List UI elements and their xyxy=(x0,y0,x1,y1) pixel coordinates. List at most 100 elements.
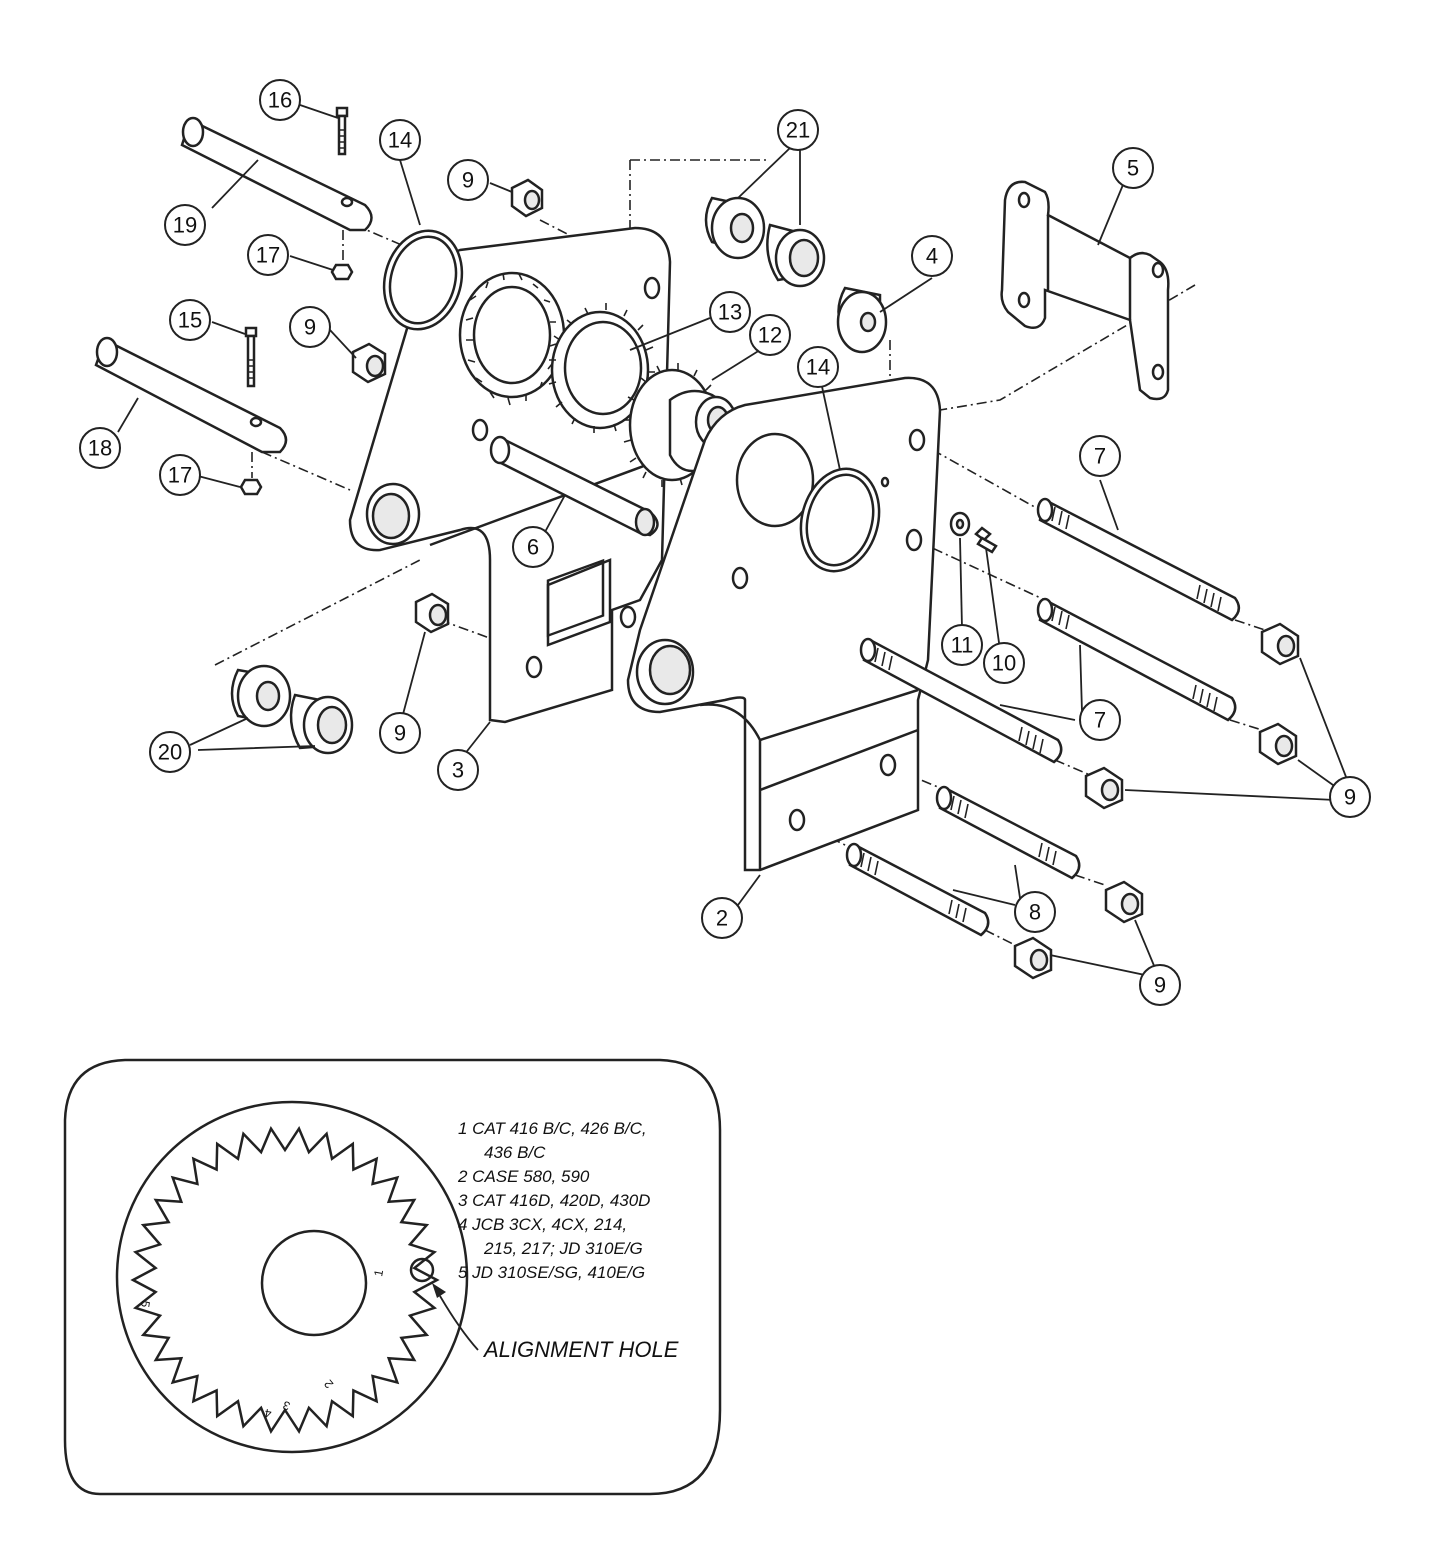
legend-line-2: 436 B/C xyxy=(484,1143,546,1162)
callout-21-label: 21 xyxy=(786,118,810,143)
callout-13: 13 xyxy=(709,291,751,333)
alignment-hole-label: ALIGNMENT HOLE xyxy=(482,1337,679,1362)
alignment-hole xyxy=(409,1257,435,1283)
alignment-detail-panel: 1 2 3 4 5 ALIGNMENT HOLE 1 CAT 416 B/C, … xyxy=(63,1058,722,1496)
callout-6: 6 xyxy=(512,526,554,568)
callout-14b: 14 xyxy=(797,346,839,388)
part-7-stud-lower xyxy=(859,637,1063,764)
callout-9a: 9 xyxy=(447,159,489,201)
part-9-nut-r3 xyxy=(1084,766,1124,810)
callout-9d: 9 xyxy=(379,712,421,754)
part-15-bolt xyxy=(244,326,258,388)
callout-17b-label: 17 xyxy=(168,463,192,488)
part-4-bushing xyxy=(836,286,888,354)
gear-teeth-outline xyxy=(130,1125,440,1435)
legend-line-3: 2 CASE 580, 590 xyxy=(457,1167,590,1186)
part-14-ring-front xyxy=(799,467,881,573)
part-8-stud-lower xyxy=(845,842,990,937)
part-10-screw xyxy=(974,526,998,554)
callout-11-label: 11 xyxy=(951,633,974,658)
callout-8-label: 8 xyxy=(1029,900,1041,925)
part-20-bushing-a xyxy=(230,664,292,728)
callout-7a: 7 xyxy=(1079,435,1121,477)
callout-13-label: 13 xyxy=(718,300,742,325)
callout-12: 12 xyxy=(749,314,791,356)
legend-line-6: 215, 217; JD 310E/G xyxy=(483,1239,643,1258)
part-9-nut-r4 xyxy=(1104,880,1144,924)
legend-line-5: 4 JCB 3CX, 4CX, 214, xyxy=(458,1215,627,1234)
legend-line-7: 5 JD 310SE/SG, 410E/G xyxy=(458,1263,645,1282)
gear-mark-1: 1 xyxy=(371,1268,386,1277)
part-17-nut-lower xyxy=(239,452,263,496)
callout-17a: 17 xyxy=(247,234,289,276)
callout-18: 18 xyxy=(79,427,121,469)
callout-7b: 7 xyxy=(1079,699,1121,741)
gear-mark-4: 4 xyxy=(263,1406,272,1421)
callout-20: 20 xyxy=(149,731,191,773)
part-9-nut-a xyxy=(510,178,544,218)
gear-mark-5: 5 xyxy=(138,1299,153,1308)
part-18-pin xyxy=(94,336,288,454)
callout-4: 4 xyxy=(911,235,953,277)
part-11-washer xyxy=(949,511,971,537)
callout-12-label: 12 xyxy=(758,323,782,348)
callout-9a-label: 9 xyxy=(462,168,474,193)
callout-10-label: 10 xyxy=(992,651,1016,676)
alignment-leader xyxy=(439,1295,479,1351)
callouts: 16 14 19 9 17 21 5 4 15 9 13 12 14 18 17… xyxy=(79,79,1371,1006)
part-7-stud-middle xyxy=(1036,597,1237,722)
part-7-stud-upper xyxy=(1036,497,1241,622)
callout-14a-label: 14 xyxy=(388,128,412,153)
callout-18-label: 18 xyxy=(88,436,112,461)
part-9-nut-r5 xyxy=(1013,936,1053,980)
callout-19-label: 19 xyxy=(173,213,197,238)
part-6-shaft xyxy=(489,435,659,537)
callout-5-label: 5 xyxy=(1127,156,1139,181)
callout-2: 2 xyxy=(701,897,743,939)
callout-3: 3 xyxy=(437,749,479,791)
callout-11: 11 xyxy=(941,624,983,666)
callout-7a-label: 7 xyxy=(1094,444,1106,469)
callout-14a: 14 xyxy=(379,119,421,161)
model-legend: 1 CAT 416 B/C, 426 B/C, 436 B/C 2 CASE 5… xyxy=(457,1119,650,1282)
callout-19: 19 xyxy=(164,204,206,246)
callout-5: 5 xyxy=(1112,147,1154,189)
part-14-ring-rear xyxy=(382,229,464,331)
gear-mark-2: 2 xyxy=(321,1377,336,1391)
callout-10: 10 xyxy=(983,642,1025,684)
callout-3-label: 3 xyxy=(452,758,464,783)
callout-2-label: 2 xyxy=(716,906,728,931)
part-21-bushing-a xyxy=(704,196,766,260)
callout-15-label: 15 xyxy=(178,308,202,333)
gear-mark-3: 3 xyxy=(281,1398,292,1414)
leader-lines xyxy=(117,104,1349,976)
part-17-nut-upper xyxy=(330,230,354,281)
callout-8: 8 xyxy=(1014,891,1056,933)
part-13-gear xyxy=(548,303,655,433)
callout-17b: 17 xyxy=(159,454,201,496)
part-9-nut-b xyxy=(351,342,387,384)
callout-15: 15 xyxy=(169,299,211,341)
part-16-bolt xyxy=(335,106,349,156)
callout-16: 16 xyxy=(259,79,301,121)
part-9-nut-d xyxy=(414,592,450,634)
gear-outer-circle xyxy=(115,1100,469,1454)
callout-17a-label: 17 xyxy=(256,243,280,268)
part-21-bushing-b xyxy=(766,223,826,288)
callout-9b: 9 xyxy=(289,306,331,348)
part-20-bushing-b xyxy=(289,693,354,755)
callout-9b-label: 9 xyxy=(304,315,316,340)
part-9-nut-r1 xyxy=(1260,622,1300,666)
callout-21: 21 xyxy=(777,109,819,151)
part-8-stud-upper xyxy=(935,785,1081,880)
callout-9e-label: 9 xyxy=(1154,973,1166,998)
callout-7b-label: 7 xyxy=(1094,708,1106,733)
callout-6-label: 6 xyxy=(527,535,539,560)
part-9-nut-r2 xyxy=(1258,722,1298,766)
part-19-pin xyxy=(180,116,373,232)
gear-hub xyxy=(260,1229,368,1337)
part-5-plate xyxy=(1000,180,1170,401)
callout-20-label: 20 xyxy=(158,740,182,765)
